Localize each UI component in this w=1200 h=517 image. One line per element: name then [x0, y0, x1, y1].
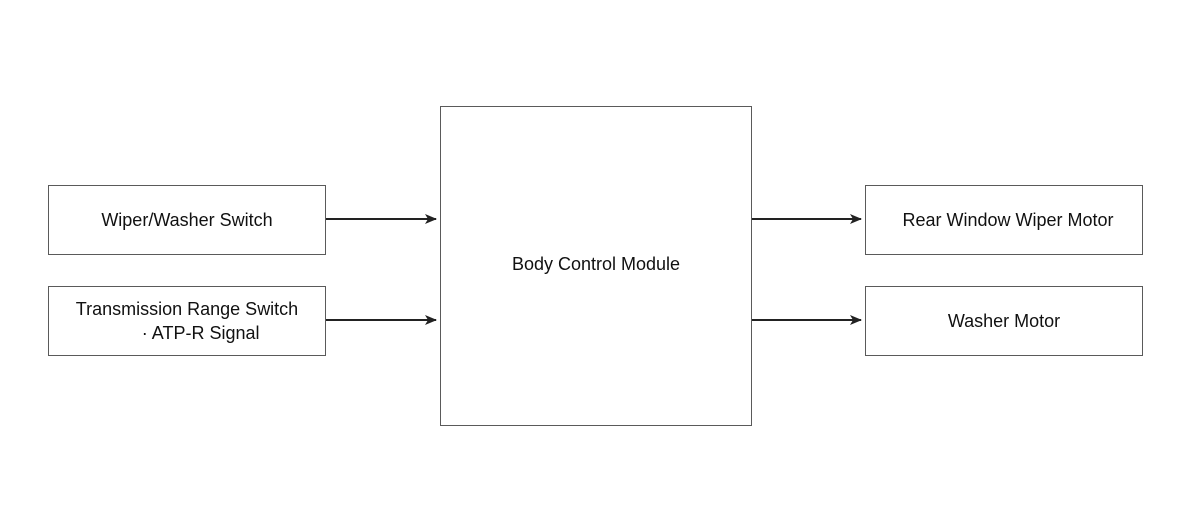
rear-window-wiper-motor-label: Rear Window Wiper Motor: [902, 209, 1114, 230]
atp-r-signal-label: · ATP-R Signal: [141, 323, 260, 343]
transmission-range-switch-box: Transmission Range Switch · ATP-R Signal: [48, 286, 326, 356]
washer-motor-box: Washer Motor: [865, 286, 1143, 356]
transmission-range-switch-label: Transmission Range Switch: [75, 298, 299, 319]
rear-window-wiper-motor-box: Rear Window Wiper Motor: [865, 185, 1143, 255]
wiper-washer-switch-label: Wiper/Washer Switch: [101, 209, 273, 230]
body-control-module-label: Body Control Module: [511, 253, 681, 274]
body-control-module-box: Body Control Module: [440, 106, 752, 426]
wiper-washer-switch-box: Wiper/Washer Switch: [48, 185, 326, 255]
washer-motor-label: Washer Motor: [947, 310, 1061, 331]
